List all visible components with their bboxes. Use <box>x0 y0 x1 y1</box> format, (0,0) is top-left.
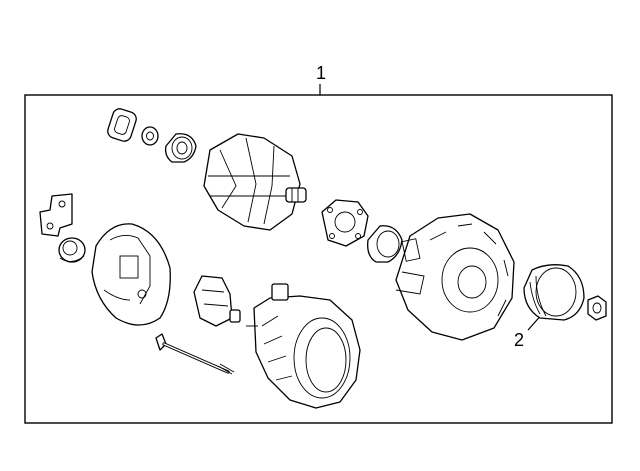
callout-2-label: 2 <box>514 330 524 350</box>
front-bearing[interactable] <box>367 225 403 263</box>
assembly-frame <box>24 94 613 424</box>
callout-1-label: 1 <box>316 63 326 83</box>
rotor[interactable] <box>203 133 307 231</box>
stator-housing[interactable] <box>246 283 361 409</box>
bearing[interactable] <box>164 133 197 163</box>
through-bolt[interactable] <box>155 333 235 375</box>
brush-holder[interactable] <box>193 275 241 327</box>
pulley[interactable] <box>523 264 585 321</box>
bracket-plate[interactable] <box>39 193 73 237</box>
washer[interactable] <box>141 126 159 146</box>
end-plate[interactable] <box>321 199 369 247</box>
cap-seal[interactable] <box>106 107 138 143</box>
front-housing[interactable] <box>395 213 515 341</box>
rear-grommet[interactable] <box>58 237 86 263</box>
nut[interactable] <box>587 295 607 321</box>
terminal-cover[interactable] <box>91 223 171 326</box>
